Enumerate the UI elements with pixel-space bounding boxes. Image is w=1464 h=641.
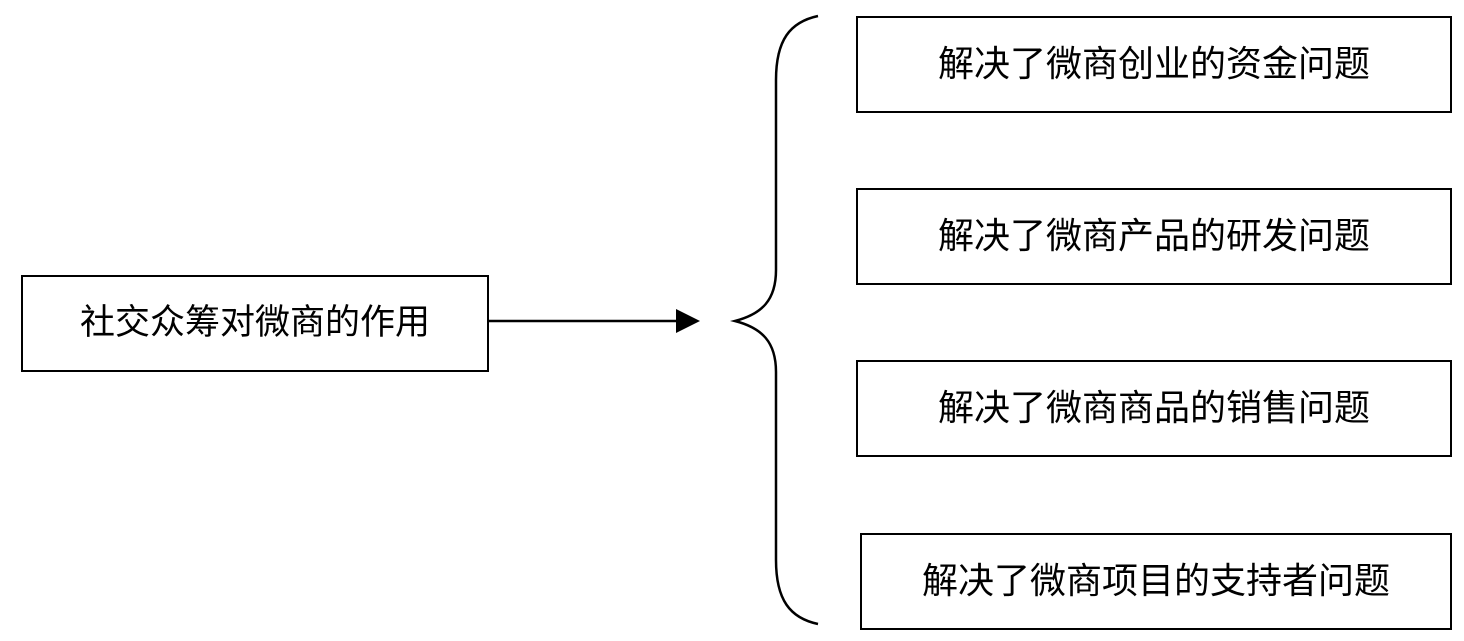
effect-label: 解决了微商产品的研发问题 (937, 215, 1370, 257)
effect-box-supporters: 解决了微商项目的支持者问题 (860, 533, 1452, 630)
effect-label: 解决了微商项目的支持者问题 (921, 560, 1390, 602)
source-label: 社交众筹对微商的作用 (79, 303, 430, 343)
source-box: 社交众筹对微商的作用 (21, 275, 489, 372)
effect-box-sales: 解决了微商商品的销售问题 (856, 360, 1452, 457)
effect-label: 解决了微商创业的资金问题 (937, 43, 1370, 85)
effect-box-product-development: 解决了微商产品的研发问题 (856, 188, 1452, 285)
effect-box-funding: 解决了微商创业的资金问题 (856, 16, 1452, 113)
effect-label: 解决了微商商品的销售问题 (937, 387, 1370, 429)
curly-brace (730, 14, 819, 626)
arrow-head-icon (676, 309, 700, 333)
